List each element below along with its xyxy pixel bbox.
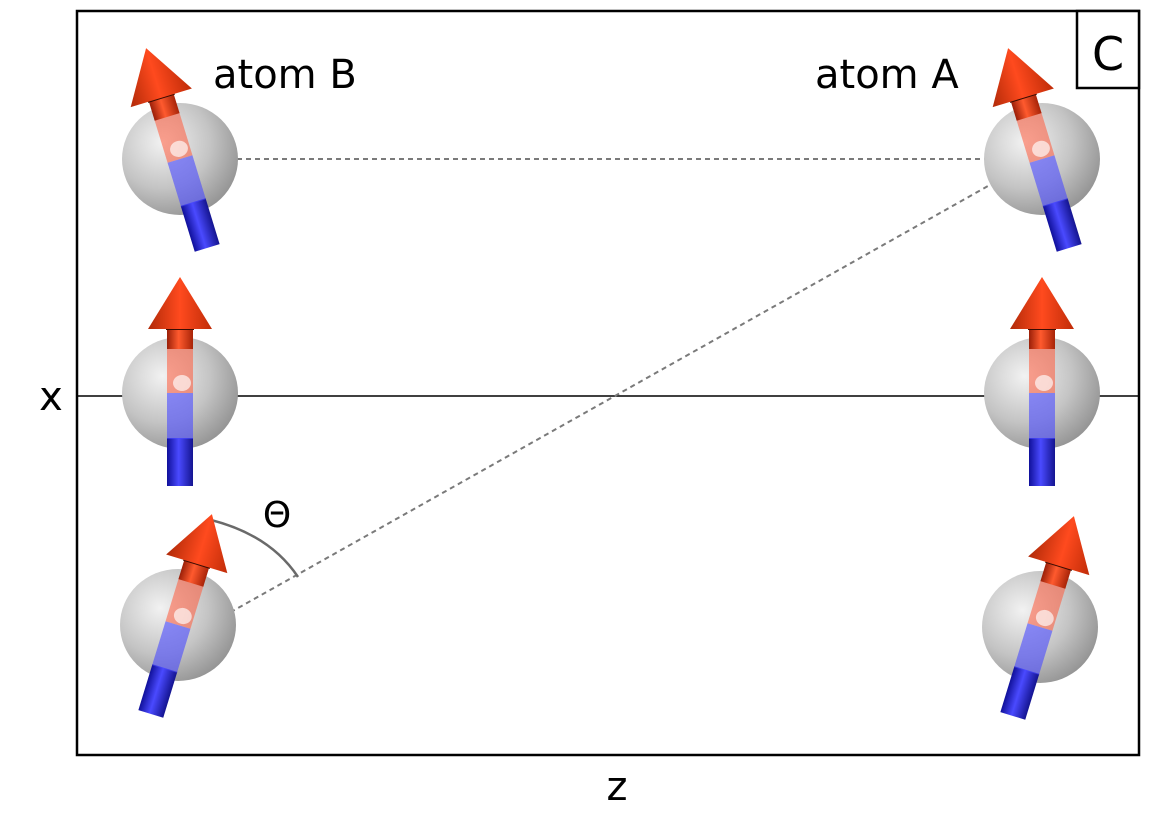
dashed-line-diagonal [198,158,1037,631]
spin-arrow-lower-core [152,621,191,673]
atom-b-middle [122,277,238,486]
spin-arrow [992,48,1082,252]
angle-arc [210,518,300,578]
spin-arrow-lower-core [167,393,193,439]
spin-arrow-lower-core [1029,155,1068,207]
spin-arrow [148,277,212,486]
spin-arrow-tail [1029,438,1055,486]
spin-arrow [1000,516,1090,720]
spin-arrow-shaft [1029,327,1055,349]
panel-label: C [1092,27,1124,81]
spin-arrow-head [992,48,1054,108]
atom-a-top [984,48,1100,252]
angle-label: Θ [263,495,291,536]
spin-arrow [138,514,228,718]
sphere-highlight [173,375,191,391]
sphere-highlight [170,140,188,157]
spin-arrow-lower-core [167,155,206,207]
spin-arrow [1010,277,1074,486]
sphere-highlight [173,607,192,625]
sphere-highlight [1032,140,1050,157]
sphere-highlight [1035,375,1053,391]
spin-arrow-tail [1000,666,1040,720]
spin-arrow-lower-core [1014,623,1053,675]
spin-arrow-shaft [167,327,193,349]
spin-arrow-head [166,514,228,574]
atom-a-bottom [982,516,1098,720]
plot-frame [75,9,1141,757]
atom-a-middle [984,277,1100,486]
sphere-highlight [1035,609,1054,627]
atom-b-label: atom B [213,52,357,98]
spin-arrow-tail [1042,198,1082,252]
atom-b-bottom [120,514,236,718]
spin-arrow-tail [138,664,178,718]
atom-a-label: atom A [815,52,959,98]
spin-arrow-head [148,277,212,329]
spin-arrow-head [1028,516,1090,576]
x-axis-label: x [39,374,63,420]
spin-arrow-tail [167,438,193,486]
spin-arrow-head [130,48,192,108]
panel-label-box [1075,9,1141,90]
spin-arrow-tail [180,198,220,252]
spin-arrow [130,48,220,252]
spin-arrow-lower-core [1029,393,1055,439]
spin-arrow-head [1010,277,1074,329]
z-axis-label: z [607,764,628,810]
atom-b-top [122,48,238,252]
